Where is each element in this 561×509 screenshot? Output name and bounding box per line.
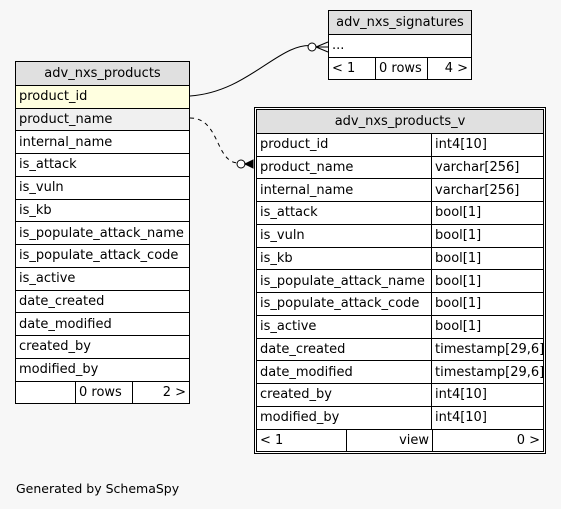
column-type: varchar[256] <box>431 179 543 201</box>
column-name: is_populate_attack_name <box>19 225 184 241</box>
table-row[interactable]: is_kb bool[1] <box>257 246 543 270</box>
footer-rows: view <box>346 429 432 452</box>
column-name: date_created <box>260 341 346 357</box>
column-name: is_attack <box>260 205 318 221</box>
footer-left[interactable]: < 1 <box>260 432 284 448</box>
column-type: bool[1] <box>431 247 543 270</box>
table-row[interactable]: is_vuln <box>16 175 189 199</box>
table-row[interactable]: date_created <box>16 289 189 313</box>
column-type: int4[10] <box>431 406 543 429</box>
column-type: varchar[256] <box>431 156 543 179</box>
column-type: bool[1] <box>431 270 543 292</box>
column-type: bool[1] <box>431 315 543 338</box>
footer-left[interactable]: < 1 <box>332 60 356 76</box>
footer-left[interactable] <box>16 382 75 404</box>
table-row[interactable]: is_active <box>16 266 189 290</box>
column-type: bool[1] <box>431 224 543 247</box>
table-row[interactable]: internal_name varchar[256] <box>257 178 543 201</box>
column-name: modified_by <box>19 362 99 378</box>
footer-right[interactable]: 4 > <box>427 57 471 80</box>
fk-line-product-signatures <box>189 45 316 97</box>
table-row[interactable]: is_attack bool[1] <box>257 201 543 224</box>
footer-right[interactable]: 0 > <box>432 429 543 452</box>
fk-optional-circle-view <box>236 159 246 169</box>
table-row[interactable]: is_populate_attack_code <box>16 244 189 267</box>
column-name: product_id <box>260 137 329 153</box>
table-row[interactable]: product_name varchar[256] <box>257 155 543 179</box>
table-row[interactable]: is_vuln bool[1] <box>257 223 543 247</box>
table-row[interactable]: created_by int4[10] <box>257 383 543 406</box>
column-type: bool[1] <box>431 293 543 315</box>
column-type: int4[10] <box>431 384 543 406</box>
column-type: timestamp[29,6] <box>431 338 543 361</box>
column-name: is_kb <box>19 202 52 218</box>
table-row[interactable]: ... <box>329 33 471 57</box>
table-row[interactable]: is_kb <box>16 198 189 222</box>
column-name: modified_by <box>260 410 340 426</box>
table-row[interactable]: is_active bool[1] <box>257 314 543 338</box>
column-name: date_created <box>19 293 105 309</box>
column-name: created_by <box>19 339 91 355</box>
column-name: is_populate_attack_code <box>19 248 179 264</box>
fk-line-product-view <box>189 117 239 164</box>
column-type: bool[1] <box>431 202 543 224</box>
column-name: ... <box>332 38 345 54</box>
column-name: created_by <box>260 387 332 403</box>
table-title: adv_nxs_products_v <box>334 113 466 129</box>
column-name: product_name <box>16 108 189 131</box>
footer-right[interactable]: 2 > <box>132 381 189 404</box>
table-row[interactable]: product_id <box>16 84 189 108</box>
table-row[interactable]: product_id int4[10] <box>257 132 543 156</box>
footer-rows: 0 rows <box>75 381 132 404</box>
column-name: date_modified <box>260 364 353 380</box>
fk-optional-circle-signatures <box>307 42 317 52</box>
fk-arrow-view <box>243 159 254 169</box>
table-header[interactable]: adv_nxs_signatures <box>329 11 471 34</box>
column-name: date_modified <box>19 316 112 332</box>
column-name: is_attack <box>19 157 77 173</box>
column-name: is_vuln <box>19 180 64 196</box>
generated-by-label: Generated by SchemaSpy <box>16 481 180 496</box>
table-row[interactable]: modified_by <box>16 357 189 381</box>
column-name: product_id <box>16 85 189 108</box>
footer-rows: 0 rows <box>375 57 427 80</box>
table-row[interactable]: internal_name <box>16 130 189 153</box>
column-name: product_name <box>260 159 354 175</box>
table-title: adv_nxs_signatures <box>336 14 464 30</box>
column-name: is_kb <box>260 250 293 266</box>
table-row[interactable]: date_modified timestamp[29,6] <box>257 360 543 383</box>
table-title: adv_nxs_products <box>44 65 161 81</box>
column-name: is_active <box>260 319 317 335</box>
table-header[interactable]: adv_nxs_products_v <box>257 110 543 133</box>
column-name: internal_name <box>19 134 113 150</box>
column-name: is_populate_attack_code <box>260 296 420 312</box>
table-row[interactable]: is_attack <box>16 153 189 176</box>
table-header[interactable]: adv_nxs_products <box>16 62 189 85</box>
table-row[interactable]: product_name <box>16 107 189 131</box>
table-row[interactable]: date_created timestamp[29,6] <box>257 337 543 361</box>
table-row[interactable]: is_populate_attack_code bool[1] <box>257 292 543 315</box>
table-footer: < 1 0 rows 4 > <box>329 56 471 80</box>
table-row[interactable]: modified_by int4[10] <box>257 405 543 429</box>
table-row[interactable]: date_modified <box>16 312 189 335</box>
column-type: timestamp[29,6] <box>431 361 543 383</box>
column-name: is_active <box>19 271 76 287</box>
column-name: internal_name <box>260 182 354 198</box>
table-row[interactable]: is_populate_attack_name <box>16 221 189 244</box>
table-adv-nxs-signatures[interactable]: adv_nxs_signatures ... < 1 0 rows 4 > <box>328 10 472 81</box>
fk-crowfoot-signatures <box>315 41 329 53</box>
table-row[interactable]: created_by <box>16 335 189 358</box>
column-type: int4[10] <box>431 133 543 156</box>
column-name: is_populate_attack_name <box>260 273 425 289</box>
column-name: is_vuln <box>260 228 305 244</box>
table-row[interactable]: is_populate_attack_name bool[1] <box>257 269 543 292</box>
